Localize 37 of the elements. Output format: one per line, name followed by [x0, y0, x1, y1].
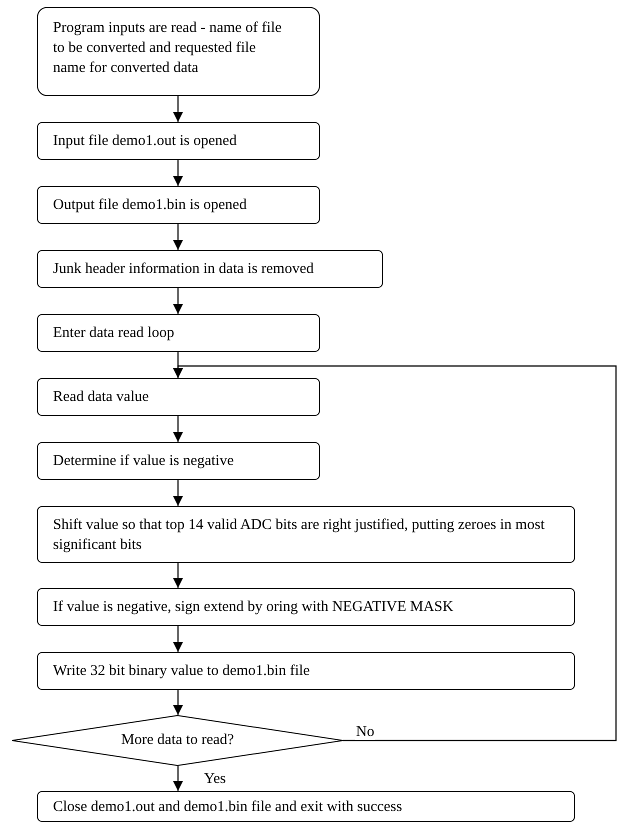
step-text: Read data value	[53, 388, 149, 407]
process-box	[37, 186, 320, 224]
arrow	[173, 766, 183, 791]
process-box	[37, 791, 575, 822]
step-text: Enter data read loop	[53, 324, 174, 343]
process-box	[37, 378, 320, 416]
arrow	[173, 224, 183, 250]
process-box	[37, 506, 575, 563]
step-text: Junk header information in data is removed	[53, 260, 314, 279]
arrow	[173, 288, 183, 314]
process-box	[37, 588, 575, 626]
edge-label: No	[355, 724, 376, 740]
step-text: Input file demo1.out is opened	[53, 132, 237, 151]
process-box	[37, 442, 320, 480]
process-box	[37, 314, 320, 352]
arrow	[173, 563, 183, 588]
arrow	[173, 160, 183, 186]
process-box	[37, 122, 320, 160]
arrow	[173, 96, 183, 122]
arrow	[173, 365, 617, 742]
step-text: Output file demo1.bin is opened	[53, 196, 247, 215]
step-text: More data to read?	[121, 731, 234, 750]
process-box	[37, 652, 575, 690]
step-text: Determine if value is negative	[53, 452, 234, 471]
step-text: Shift value so that top 14 valid ADC bits are right justified, putting zeroes in most significant bits	[53, 516, 546, 554]
process-box	[37, 7, 320, 96]
step-text: Program inputs are read - name of file to be converted and requested file name for converted data	[53, 19, 283, 78]
process-box	[37, 250, 383, 288]
step-text: If value is negative, sign extend by oring with NEGATIVE MASK	[53, 598, 454, 617]
edge-label: Yes	[203, 770, 227, 786]
arrow	[173, 626, 183, 652]
arrow	[173, 416, 183, 442]
step-text: Write 32 bit binary value to demo1.bin file	[53, 662, 310, 681]
step-text: Close demo1.out and demo1.bin file and exit with success	[53, 798, 402, 816]
arrow	[173, 690, 183, 715]
arrow	[173, 480, 183, 506]
decision-diamond	[12, 715, 343, 766]
